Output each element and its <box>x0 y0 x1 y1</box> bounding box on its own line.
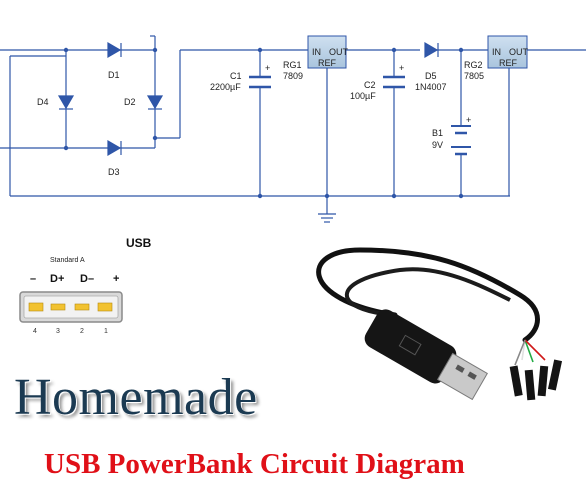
svg-text:3: 3 <box>56 328 60 335</box>
usb-pinout: USB Standard A – D+ D– + 4 3 2 1 <box>19 236 152 335</box>
usb-pin-sign-4: – <box>30 273 36 285</box>
label-rg2-value: 7805 <box>464 71 484 81</box>
svg-text:+: + <box>265 63 270 73</box>
page-subtitle: USB PowerBank Circuit Diagram <box>44 448 465 480</box>
battery-b1-symbol <box>451 125 471 156</box>
svg-text:OUT: OUT <box>329 47 349 57</box>
usb-pin-3 <box>50 303 66 311</box>
regulator-rg1: IN OUT REF <box>307 35 349 69</box>
usb-pin-sign-1: + <box>113 273 119 285</box>
label-b1: B1 <box>432 128 443 138</box>
label-d2: D2 <box>124 97 136 107</box>
label-d1: D1 <box>108 70 120 80</box>
junction-dots <box>63 47 464 199</box>
usb-title: USB <box>126 236 152 250</box>
usb-pin-2 <box>74 303 90 311</box>
capacitors <box>249 75 405 89</box>
usb-pin-sign-2: D– <box>80 273 94 285</box>
usb-standard-label: Standard A <box>50 257 85 264</box>
regulator-rg2: IN OUT REF <box>487 35 529 69</box>
svg-text:2: 2 <box>80 328 84 335</box>
label-d4: D4 <box>37 97 49 107</box>
label-d3: D3 <box>108 167 120 177</box>
label-d5-value: 1N4007 <box>415 82 447 92</box>
svg-text:+: + <box>399 63 404 73</box>
label-b1-value: 9V <box>432 140 443 150</box>
page-title: Homemade <box>14 369 258 426</box>
usb-cable-image <box>316 247 563 401</box>
diode-d3-symbol <box>107 139 122 157</box>
svg-text:IN: IN <box>312 47 321 57</box>
svg-text:1: 1 <box>104 328 108 335</box>
usb-pin-4 <box>28 302 44 312</box>
svg-text:4: 4 <box>33 328 37 335</box>
label-c1: C1 <box>230 71 242 81</box>
svg-text:REF: REF <box>318 58 337 68</box>
svg-text:REF: REF <box>499 58 518 68</box>
svg-text:OUT: OUT <box>509 47 529 57</box>
label-c2-value: 100µF <box>350 91 376 101</box>
bridge-diodes <box>57 41 439 157</box>
diode-d2-symbol <box>146 95 164 110</box>
diode-d1-symbol <box>107 41 122 59</box>
label-c1-value: 2200µF <box>210 82 241 92</box>
diode-d4-symbol <box>57 95 75 110</box>
label-c2: C2 <box>364 80 376 90</box>
label-rg2: RG2 <box>464 60 483 70</box>
component-labels: D1 D3 D4 D2 C1 2200µF + RG1 7809 C2 100µ… <box>37 60 484 177</box>
diode-d5-symbol <box>424 41 439 59</box>
usb-pin-1 <box>97 302 113 312</box>
svg-text:IN: IN <box>492 47 501 57</box>
label-rg1-value: 7809 <box>283 71 303 81</box>
label-rg1: RG1 <box>283 60 302 70</box>
ground-icon <box>318 213 336 223</box>
label-d5: D5 <box>425 71 437 81</box>
usb-pin-sign-3: D+ <box>50 273 64 285</box>
svg-text:+: + <box>466 115 471 125</box>
